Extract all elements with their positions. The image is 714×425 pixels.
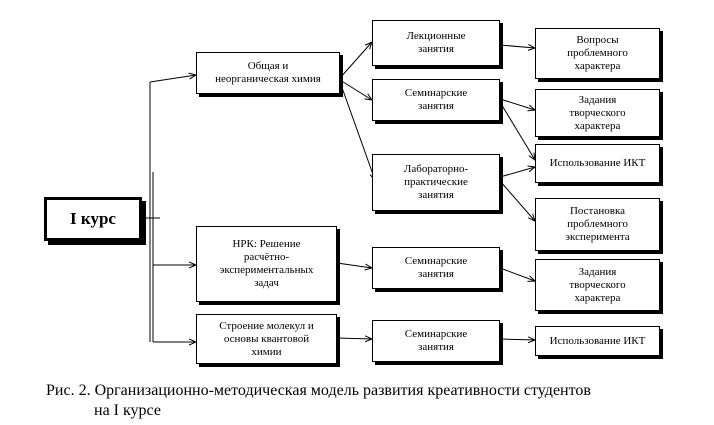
- node-root-course: I курс: [44, 197, 142, 241]
- arrow-chem-lect: [339, 42, 372, 79]
- node-creative-tasks-2: Задания творческого характера: [535, 259, 660, 311]
- arrow-lab-exp: [499, 180, 535, 221]
- arrow-struct-sem3: [336, 338, 372, 339]
- node-lab-practice: Лабораторно- практические занятия: [372, 154, 500, 211]
- arrow-sem1-ikt: [499, 101, 535, 160]
- figure-caption: Рис. 2. Организационно-методическая моде…: [46, 381, 706, 421]
- arrow-lect-quest: [499, 45, 535, 48]
- node-seminars-1: Семинарские занятия: [372, 79, 500, 121]
- node-seminars-2: Семинарские занятия: [372, 247, 500, 289]
- arrow-chem-lab: [339, 81, 375, 180]
- node-molecular-structure: Строение молекул и основы квантовой хими…: [196, 314, 337, 364]
- arrow-sem1-tasks: [499, 98, 535, 110]
- node-problem-experiment: Постановка проблемного эксперимента: [535, 198, 660, 251]
- node-creative-tasks-1: Задания творческого характера: [535, 89, 660, 137]
- node-problem-questions: Вопросы проблемного характера: [535, 28, 660, 79]
- arrow-sem3-ikt: [499, 339, 535, 340]
- arrow-sem2-tasks: [499, 267, 535, 281]
- caption-line-1: Рис. 2. Организационно-методическая моде…: [46, 382, 591, 399]
- node-lectures: Лекционные занятия: [372, 20, 500, 66]
- arrow-to-chem: [149, 75, 196, 83]
- arrow-chem-sem1: [339, 79, 372, 100]
- node-nrk-tasks: НРК: Решение расчётно- экспериментальных…: [196, 226, 337, 302]
- arrow-nrk-sem2: [336, 262, 372, 268]
- node-seminars-3: Семинарские занятия: [372, 320, 500, 362]
- arrow-lab-ikt: [499, 167, 535, 178]
- node-general-chemistry: Общая и неорганическая химия: [196, 52, 340, 94]
- node-ikt-usage-1: Использование ИКТ: [535, 144, 660, 183]
- caption-line-2: на I курсе: [94, 402, 161, 419]
- node-ikt-usage-2: Использование ИКТ: [535, 326, 660, 356]
